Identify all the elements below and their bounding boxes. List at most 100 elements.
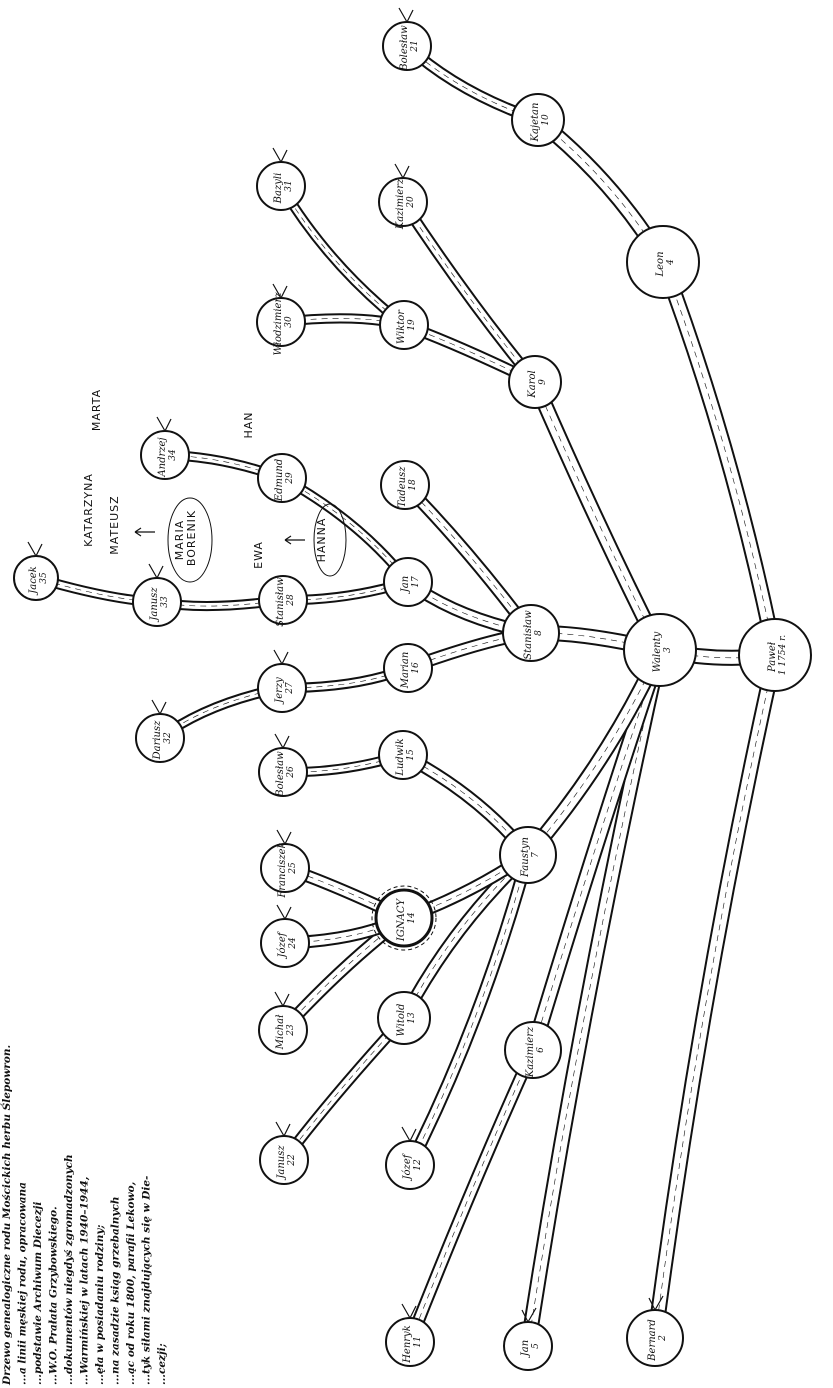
person-number: 16 bbox=[411, 662, 421, 674]
person-name: Faustyn bbox=[520, 837, 531, 878]
branch-inner-6-11 bbox=[410, 1050, 533, 1342]
person-name: Walenty bbox=[652, 631, 663, 672]
person-name: Marian bbox=[400, 652, 411, 690]
person-name: Janusz bbox=[149, 587, 160, 623]
branch-inner-3-9 bbox=[535, 382, 660, 650]
person-name: Andrzej bbox=[157, 437, 168, 477]
person-name: Józef bbox=[402, 1152, 413, 1181]
annotation-hanna: HANNA bbox=[315, 518, 328, 563]
person-number: 35 bbox=[39, 572, 49, 584]
person-number: 31 bbox=[284, 180, 294, 191]
caption-line: ...na zasadzie ksiąg grzebalnych bbox=[110, 1196, 122, 1385]
caption-line: ...cezji; bbox=[156, 1343, 168, 1385]
person-number: 25 bbox=[288, 862, 298, 875]
twig-24 bbox=[277, 905, 291, 919]
annotation-katarzyna: KATARZYNA bbox=[82, 473, 95, 547]
person-name: Michał bbox=[275, 1014, 286, 1050]
person-number: 10 bbox=[541, 114, 551, 126]
person-number: 19 bbox=[407, 319, 417, 331]
person-name: Jan bbox=[400, 576, 411, 594]
caption-line: ...tyk siłami znajdujących się w Die- bbox=[141, 1176, 153, 1385]
person-name: Jacek bbox=[28, 566, 39, 596]
person-number: 26 bbox=[286, 766, 296, 779]
person-name: Bazyli bbox=[273, 173, 284, 205]
person-name: Kajetan bbox=[530, 103, 541, 143]
caption-line: ...dokumentów niegdyś zgromadzonych bbox=[63, 1154, 75, 1385]
person-number: 28 bbox=[286, 594, 296, 607]
person-name: Józef bbox=[277, 930, 288, 959]
annotation-maria2: BORENIK bbox=[185, 510, 198, 566]
person-number: 18 bbox=[408, 479, 418, 491]
person-number: 11 bbox=[413, 1336, 423, 1347]
person-name: Henryk bbox=[402, 1325, 413, 1364]
person-name: Leon bbox=[655, 251, 666, 277]
twig-32 bbox=[152, 700, 166, 714]
caption-line: ...podstawie Archiwum Diecezji bbox=[32, 1202, 44, 1385]
person-number: 34 bbox=[168, 449, 178, 461]
caption-line: Drzewo genealogiczne rodu Mościckich her… bbox=[0, 1045, 13, 1386]
caption-line: ...a linii męskiej rodu, opracowana bbox=[17, 1182, 29, 1385]
person-number: 9 bbox=[538, 379, 548, 385]
person-number: 12 bbox=[413, 1159, 423, 1171]
person-number: 30 bbox=[284, 316, 294, 328]
person-number: 21 bbox=[410, 40, 420, 52]
person-name: Stanisław bbox=[275, 577, 286, 627]
person-number: 29 bbox=[285, 472, 295, 485]
person-name: Tadeusz bbox=[397, 466, 408, 508]
person-name: Jerzy bbox=[274, 677, 285, 705]
twig-20 bbox=[395, 164, 409, 178]
twig-22 bbox=[276, 1122, 290, 1136]
person-name: Witold bbox=[396, 1004, 407, 1037]
person-name: Stanisław bbox=[523, 610, 534, 660]
person-number: 4 bbox=[666, 259, 676, 266]
person-number: 5 bbox=[531, 1343, 541, 1349]
annotation-marta: MARTA bbox=[90, 389, 103, 431]
twig-33 bbox=[149, 564, 163, 578]
twig-23 bbox=[275, 992, 289, 1006]
person-name: Kazimierz bbox=[525, 1026, 536, 1078]
person-name: Jan bbox=[520, 1340, 531, 1358]
person-name: Franciszek bbox=[277, 842, 288, 898]
person-name: Paweł bbox=[767, 641, 778, 673]
person-number: 1 1754 r. bbox=[778, 635, 788, 676]
twig-31 bbox=[273, 148, 287, 162]
person-number: 8 bbox=[534, 630, 544, 636]
person-name: Kazimierz bbox=[395, 178, 406, 230]
twig-21 bbox=[399, 8, 413, 22]
